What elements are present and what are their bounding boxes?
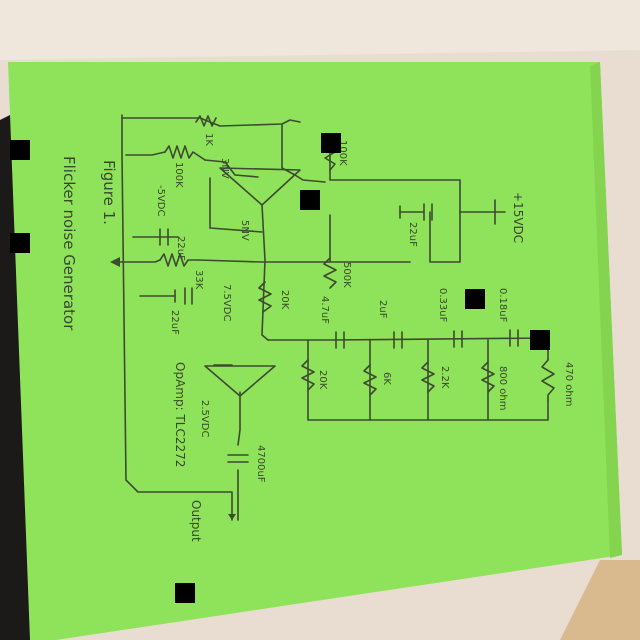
- resistor-470-ohm: [541, 359, 555, 401]
- capacitor-0-33uf: [453, 330, 463, 348]
- resistor-1k: [195, 115, 217, 127]
- capacitor-4-7uf: [335, 331, 345, 349]
- supply-terminal: [494, 199, 506, 225]
- circuit-diagram: [110, 114, 555, 521]
- resistor-500k: [323, 257, 337, 289]
- label-6k: 6K: [381, 372, 392, 385]
- resistor-33k: [159, 253, 199, 267]
- label-2-5vdc: 2.5VDC: [199, 400, 210, 437]
- capacitor-0-18uf: [509, 329, 519, 347]
- resistor-100k-left: [164, 145, 206, 161]
- wire-top: [121, 117, 301, 127]
- redaction-square: [465, 289, 485, 309]
- capacitor-22uf-right: [399, 203, 433, 221]
- resistor-2-2k: [421, 361, 435, 393]
- output-arrow: [228, 514, 236, 520]
- wire-opamp1-bottom: [209, 177, 263, 233]
- label-neg5vdc: -5VDC: [155, 185, 166, 217]
- supply-label: +15VDC: [511, 192, 525, 243]
- label-22uf-left: 22uF: [175, 236, 186, 261]
- capacitor-22uf-bottom: [174, 287, 193, 305]
- label-470-ohm: 470 ohm: [563, 362, 574, 406]
- redaction-square: [321, 133, 341, 153]
- label-pin5: 5NV: [239, 220, 250, 241]
- bottom-right-wood: [560, 560, 640, 640]
- green-paper-sheet: [8, 62, 622, 640]
- label-500k: 500K: [341, 262, 352, 288]
- label-100k-left: 100K: [173, 162, 184, 188]
- figure-title: Figure 1.: [100, 160, 118, 225]
- resistor-20k-b: [301, 359, 315, 391]
- opamp-1: [219, 167, 301, 206]
- resistor-20k-a: [258, 281, 272, 313]
- label-33k: 33K: [193, 270, 204, 290]
- wire-mid-left: [119, 259, 161, 263]
- output-label: Output: [189, 500, 203, 542]
- label-2uf: 2uF: [377, 300, 388, 319]
- capacitor-2uf: [393, 331, 403, 349]
- redaction-square: [530, 330, 550, 350]
- wire-cap-22uf: [429, 211, 461, 263]
- label-7-5vdc: 7.5VDC: [221, 284, 232, 321]
- label-100k-top: 100K: [337, 140, 348, 166]
- label-1k: 1K: [203, 133, 214, 146]
- redaction-square: [10, 140, 30, 160]
- label-2-2k: 2.2K: [439, 366, 450, 389]
- redaction-square: [175, 583, 195, 603]
- label-20k-b: 20K: [317, 370, 328, 390]
- input-arrow: [110, 257, 120, 267]
- redaction-square: [10, 233, 30, 253]
- label-4-7uf: 4.7uF: [319, 296, 330, 324]
- opamp-2: [204, 365, 276, 397]
- label-22uf-right: 22uF: [407, 222, 418, 247]
- wire-left-rail: [121, 114, 233, 521]
- redaction-square: [300, 190, 320, 210]
- capacitor-22uf-left: [159, 228, 169, 246]
- table-top-strip: [0, 0, 640, 60]
- label-20k-a: 20K: [279, 290, 290, 310]
- resistor-6k: [363, 364, 377, 396]
- label-22uf-bottom: 22uF: [169, 310, 180, 335]
- redaction-squares: [10, 133, 550, 603]
- label-pin3: 3NV: [219, 158, 230, 179]
- wire-top-right: [329, 139, 461, 213]
- label-800-ohm: 800 ohm: [497, 366, 508, 410]
- labels-layer: 1K 100K 100K -5VDC 3NV 5NV 22uF 22uF 22u…: [60, 133, 574, 542]
- label-0-18uf: 0.18uF: [497, 288, 508, 323]
- capacitor-4700uf: [227, 454, 249, 463]
- figure-subtitle: Flicker noise Generator: [60, 156, 78, 331]
- label-0-33uf: 0.33uF: [437, 288, 448, 323]
- label-4700uf: 4700uF: [255, 445, 266, 483]
- sheet-edge-shade: [590, 62, 622, 558]
- wire-100k-left: [125, 151, 166, 156]
- opamp-label: OpAmp: TLC2272: [173, 362, 187, 467]
- resistor-800-ohm: [481, 361, 495, 393]
- wire-opamp2-out: [237, 391, 241, 446]
